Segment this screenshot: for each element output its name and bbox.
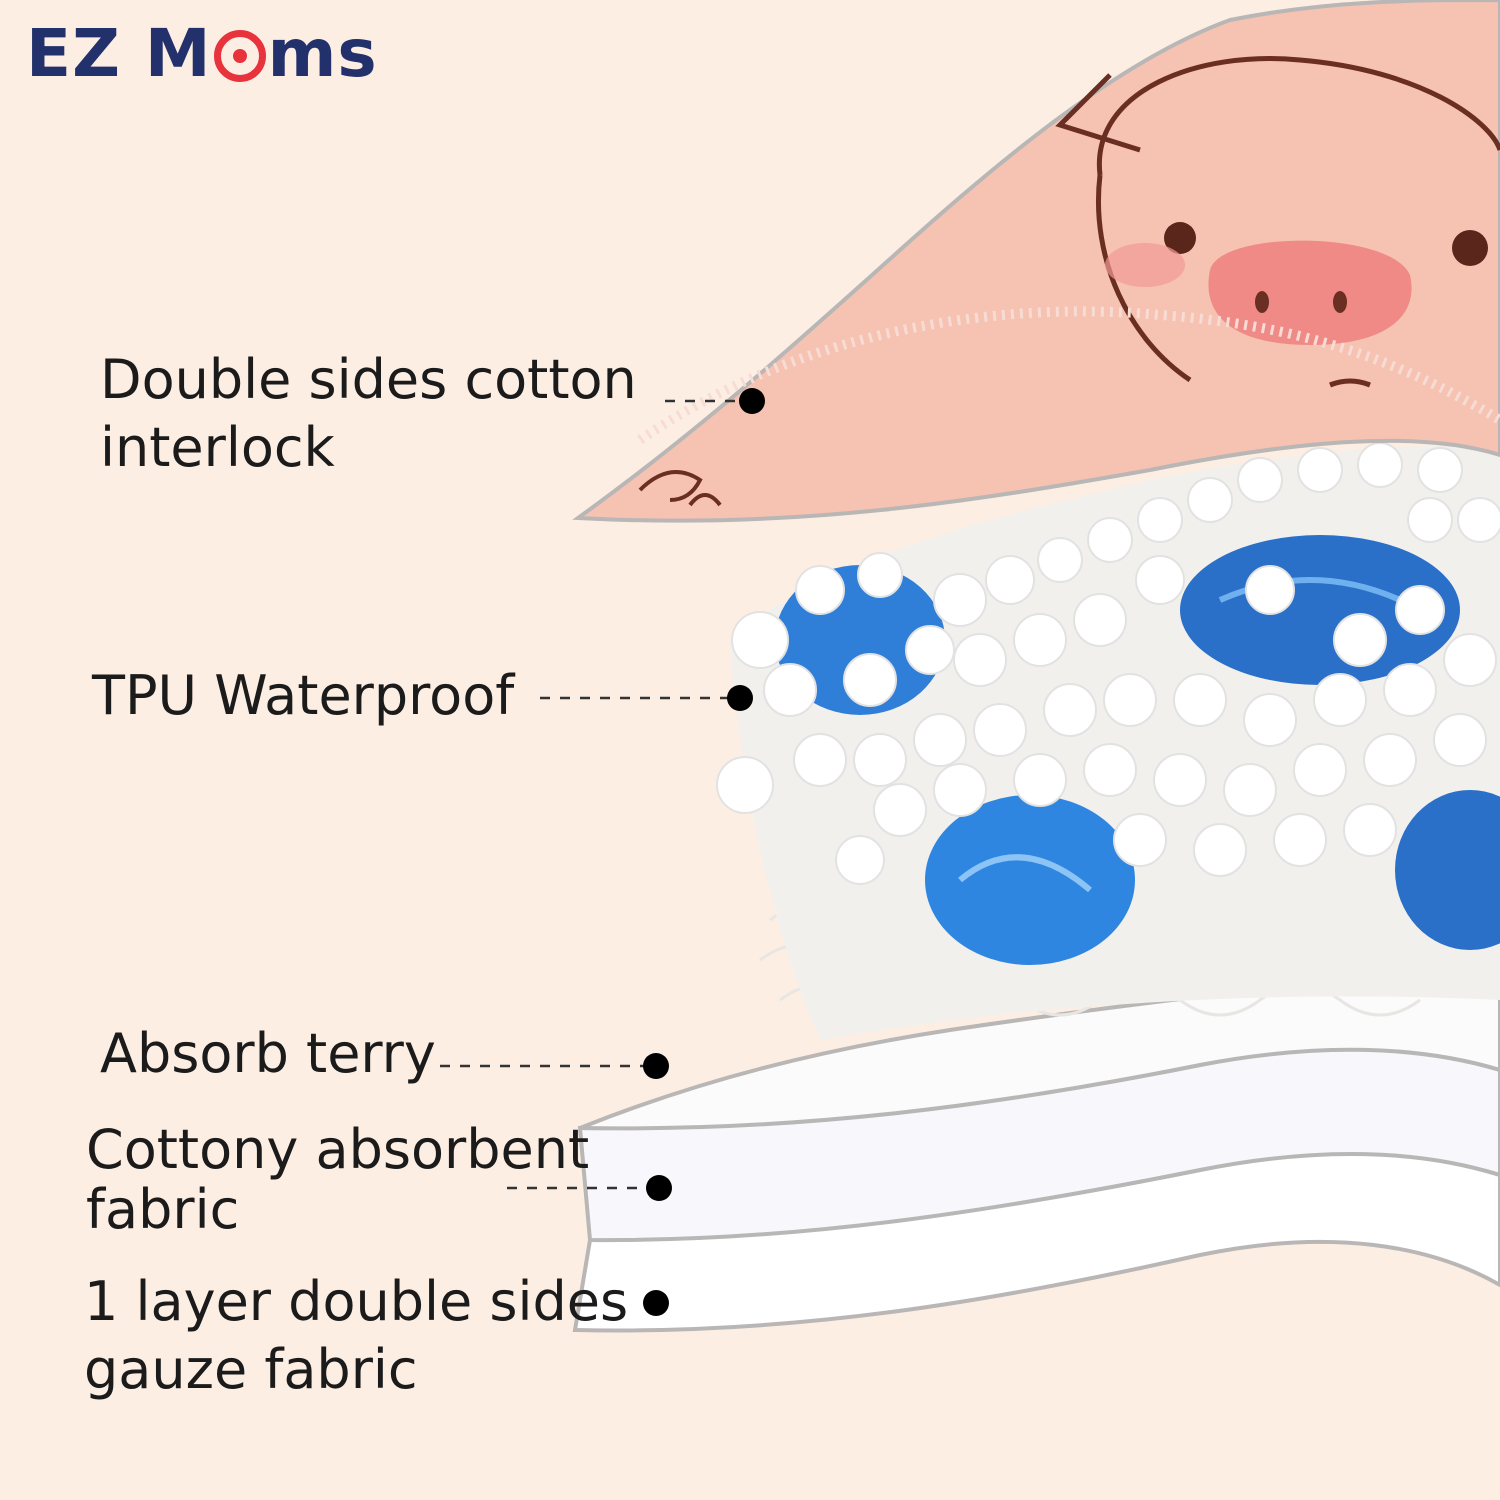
pig-features	[638, 222, 1488, 507]
white-beads	[716, 442, 1500, 885]
leader-dot	[727, 685, 753, 711]
layer-label-absorb-terry: Absorb terry	[100, 1020, 436, 1088]
brand-name-part2: ms	[267, 15, 378, 92]
leader-dot	[739, 388, 765, 414]
layer-label-line: TPU Waterproof	[92, 664, 515, 727]
layer-label-line: Absorb terry	[100, 1022, 436, 1085]
stitch-line	[637, 306, 1500, 445]
gauze-layer-icon	[575, 1243, 1500, 1500]
layer-label-line: Double sides cotton	[100, 348, 637, 411]
brand-logo: EZ M ms	[26, 14, 378, 94]
layer-label-line: interlock	[100, 416, 335, 479]
layer-label-cottony-absorbent: Cottony absorbent fabric	[86, 1120, 589, 1240]
layer-label-line: 1 layer double sides	[84, 1270, 629, 1333]
layer-label-line: Cottony absorbent	[86, 1118, 590, 1181]
layer-label-gauze: 1 layer double sides gauze fabric	[84, 1268, 628, 1404]
pig-print-fabric-icon	[572, 0, 1500, 523]
layer-label-cotton-interlock: Double sides cotton interlock	[100, 346, 637, 482]
layer-label-line: fabric	[86, 1178, 240, 1241]
leader-dot	[643, 1290, 669, 1316]
brand-name-part1: EZ M	[26, 15, 212, 92]
layer-label-tpu-waterproof: TPU Waterproof	[92, 662, 514, 730]
leader-dot	[643, 1053, 669, 1079]
leader-dot	[646, 1175, 672, 1201]
red-circle-o-icon	[213, 30, 266, 82]
leader-lines	[440, 399, 742, 1190]
terry-layer-icon	[579, 957, 1500, 1131]
leader-dots	[643, 388, 765, 1316]
layer-label-line: gauze fabric	[84, 1338, 418, 1401]
pig-face-icon	[1055, 56, 1500, 388]
